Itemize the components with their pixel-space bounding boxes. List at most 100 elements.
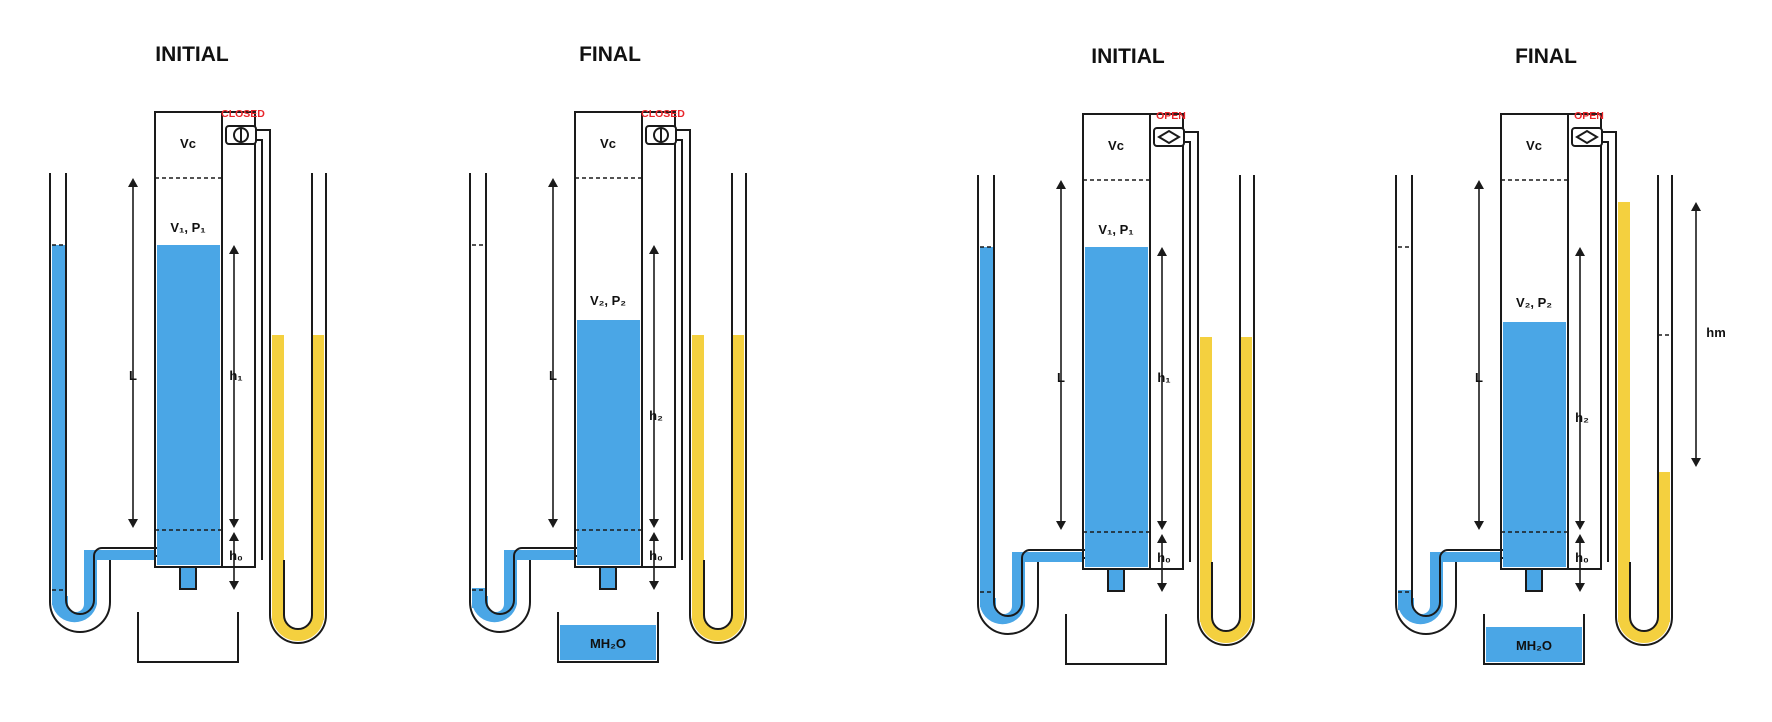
L-dimension	[1056, 180, 1066, 530]
h-dimension	[1575, 247, 1585, 530]
drain-stub	[179, 566, 197, 590]
collection-beaker	[1483, 614, 1585, 665]
collection-beaker	[1065, 614, 1167, 665]
valve-pipe-inner	[676, 139, 683, 560]
collection-beaker	[557, 612, 659, 663]
riser-tube	[1567, 113, 1602, 570]
valve-open-icon	[1157, 129, 1181, 145]
drain-stub	[599, 566, 617, 590]
h0-dimension	[1157, 534, 1167, 592]
left-tube-inner	[65, 173, 160, 615]
valve-state-label: CLOSED	[641, 108, 685, 120]
volume-pressure-label: V₁, P₁	[170, 220, 205, 235]
h-dimension	[1157, 247, 1167, 530]
arrowhead	[1474, 521, 1484, 530]
riser-tube	[221, 111, 256, 568]
arrowhead	[1056, 180, 1066, 189]
oil-left-column	[692, 335, 704, 620]
h-dimension	[649, 245, 659, 528]
arrowhead	[1575, 247, 1585, 256]
valve-pipe-inner	[256, 139, 263, 560]
arrowhead	[229, 245, 239, 254]
panel-title: FINAL	[1515, 45, 1577, 68]
L-dimension	[548, 178, 558, 528]
left-tube-outer	[1395, 175, 1506, 635]
vc-label: Vc	[180, 136, 196, 151]
h0-label: h₀	[1575, 550, 1589, 565]
mass-label: MH₂O	[590, 636, 626, 651]
arrowhead	[229, 532, 239, 541]
right-tube-outer	[1615, 175, 1673, 646]
left-tube-outer	[49, 173, 160, 633]
valve: OPEN	[1571, 110, 1604, 147]
h0-dimension	[229, 532, 239, 590]
left-water-column	[980, 247, 994, 607]
arrowhead	[1691, 458, 1701, 467]
panel-title: FINAL	[579, 43, 641, 66]
arrowhead	[1575, 583, 1585, 592]
arrowhead	[1157, 521, 1167, 530]
valve-state-label: CLOSED	[221, 108, 265, 120]
hm-dimension	[1691, 202, 1701, 467]
volume-pressure-label: V₁, P₁	[1098, 222, 1133, 237]
arrowhead	[1157, 247, 1167, 256]
arrowhead	[128, 519, 138, 528]
u-bend-water	[1398, 552, 1501, 625]
L-label: L	[129, 368, 137, 383]
oil-left-column	[272, 335, 284, 620]
valve-pipe-inner	[1184, 141, 1191, 562]
drain-stub	[1107, 568, 1125, 592]
collected-water	[1486, 627, 1582, 662]
arrowhead	[548, 519, 558, 528]
mass-label: MH₂O	[1516, 638, 1552, 653]
h0-label: h₀	[1157, 550, 1171, 565]
L-dimension	[128, 178, 138, 528]
valve-pipe-outer	[1184, 131, 1199, 562]
left-tube-inner	[1411, 175, 1506, 617]
oil-right-column	[312, 335, 324, 620]
h0-dimension	[649, 532, 659, 590]
riser-tube	[1149, 113, 1184, 570]
drain-stub	[1525, 568, 1543, 592]
arrowhead	[229, 581, 239, 590]
valve-state-label: OPEN	[1574, 110, 1604, 122]
arrowhead	[1691, 202, 1701, 211]
left-tube-inner	[993, 175, 1088, 617]
L-dimension	[1474, 180, 1484, 530]
right-tube-outer	[1197, 175, 1255, 646]
valve-pipe-outer	[676, 129, 691, 560]
right-tube-inner	[703, 173, 733, 630]
arrowhead	[1474, 180, 1484, 189]
L-label: L	[549, 368, 557, 383]
valve-pipe-outer	[256, 129, 271, 560]
valve: CLOSED	[221, 108, 265, 145]
arrowhead	[1575, 534, 1585, 543]
arrowhead	[128, 178, 138, 187]
right-tube-outer	[269, 173, 327, 644]
vc-label: Vc	[1108, 138, 1124, 153]
arrowhead	[1056, 521, 1066, 530]
volume-pressure-label: V₂, P₂	[590, 293, 626, 308]
L-label: L	[1475, 370, 1483, 385]
u-bend-water	[472, 550, 575, 623]
oil-left-column	[1618, 202, 1630, 622]
valve-state-label: OPEN	[1156, 110, 1186, 122]
left-tube-outer	[977, 175, 1088, 635]
arrowhead	[548, 178, 558, 187]
vc-label: Vc	[600, 136, 616, 151]
valve: CLOSED	[641, 108, 685, 145]
cylinder-water	[1085, 247, 1148, 567]
right-tube-inner	[1629, 175, 1659, 632]
h-label: h₁	[229, 368, 242, 383]
h-label: h₁	[1157, 370, 1170, 385]
cylinder-water	[1503, 322, 1566, 567]
u-bend-water	[980, 552, 1083, 625]
hm-label: hm	[1706, 325, 1726, 340]
arrowhead	[229, 519, 239, 528]
riser-tube	[641, 111, 676, 568]
cylinder-water	[157, 245, 220, 565]
oil-left-column	[1200, 337, 1212, 622]
